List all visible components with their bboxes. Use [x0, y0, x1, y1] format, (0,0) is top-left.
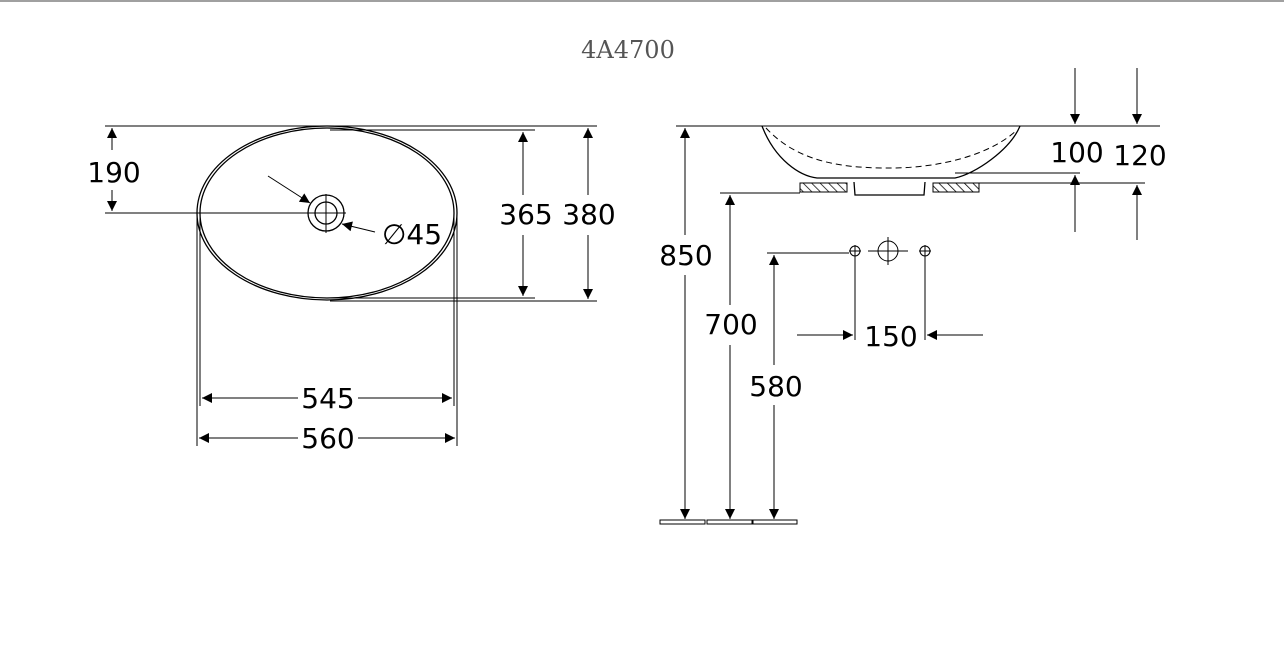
top-border	[0, 0, 1284, 2]
floor-line	[659, 519, 798, 525]
model-number: 4A4700	[581, 36, 675, 64]
dim-hole-diameter: ∅45	[382, 218, 442, 251]
side-view: 850 700 580 150 100 120	[659, 68, 1167, 525]
basin-profile	[761, 125, 1021, 179]
dim-tap-spacing: 150	[864, 320, 917, 353]
dim-hole-offset: 190	[87, 156, 140, 189]
basin-inner-profile	[765, 127, 1018, 169]
top-view: 190 365 380 ∅45 545 560	[87, 125, 616, 455]
dim-inner-width: 545	[301, 382, 354, 415]
dim-inner-depth: 365	[499, 198, 552, 231]
dim-outer-depth: 380	[562, 198, 615, 231]
tap-holes	[849, 237, 931, 340]
dim-total-height: 850	[659, 239, 712, 272]
basin-foot	[853, 181, 926, 196]
dim-outer-width: 560	[301, 422, 354, 455]
dim-tap-height: 580	[749, 370, 802, 403]
dim-basin-height: 100	[1050, 136, 1103, 169]
countertop-section-left	[799, 182, 848, 193]
dim-counter-height: 700	[704, 308, 757, 341]
countertop-section-right	[932, 182, 980, 193]
dim-overall-height: 120	[1113, 139, 1166, 172]
